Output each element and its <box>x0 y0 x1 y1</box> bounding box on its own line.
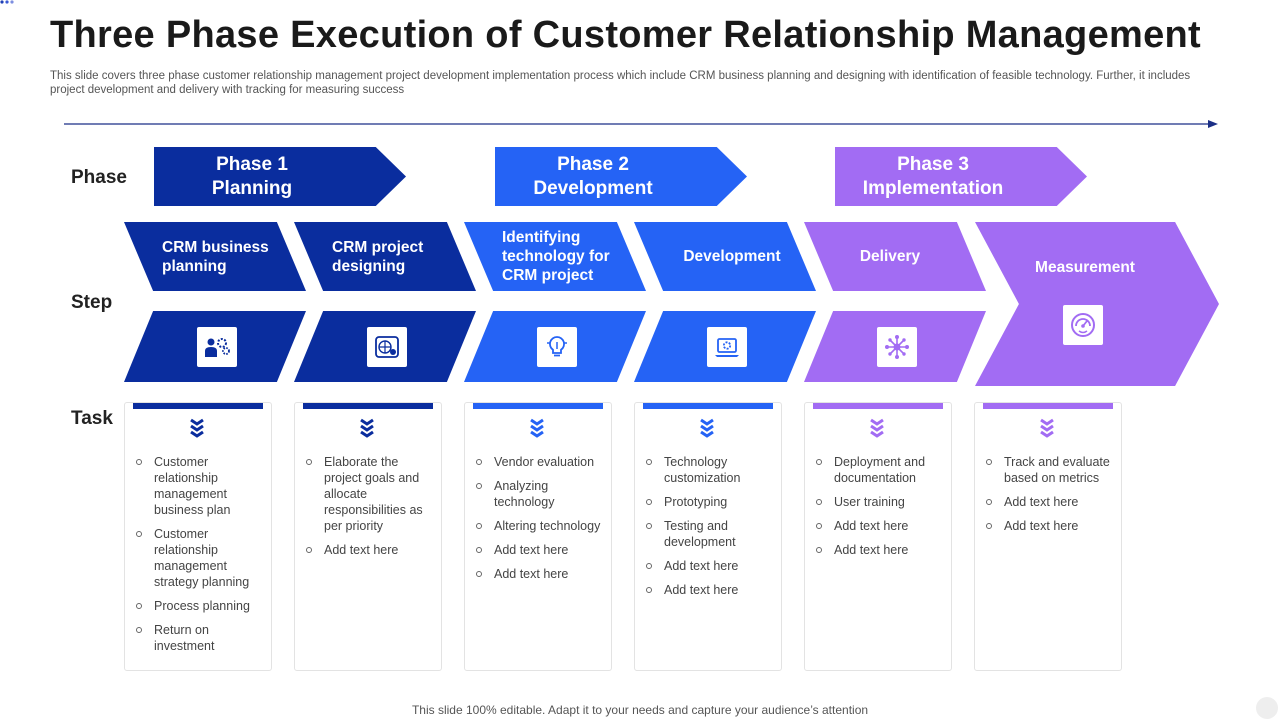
task-item: Technology customization <box>645 454 771 486</box>
task-list: Elaborate the project goals and allocate… <box>305 454 431 566</box>
gauge-icon <box>1063 305 1103 345</box>
triple-chevron-down-icon <box>1040 418 1054 438</box>
triple-chevron-down-icon <box>190 418 204 438</box>
triple-chevron-down-icon <box>870 418 884 438</box>
step-label: CRM project designing <box>332 238 424 275</box>
phase-3-number: Phase 3 <box>897 153 969 175</box>
triple-chevron-down-icon <box>700 418 714 438</box>
task-item: Analyzing technology <box>475 478 601 510</box>
step-label: Development <box>683 248 781 265</box>
step-label: CRM business planning <box>162 238 269 275</box>
task-list: Customer relationship management busines… <box>135 454 261 662</box>
task-card: Customer relationship management busines… <box>124 402 272 671</box>
triple-chevron-down-icon <box>360 418 374 438</box>
task-item: User training <box>815 494 941 510</box>
row-label-task: Task <box>71 408 113 429</box>
task-card-accent-bar <box>643 403 773 409</box>
task-card-accent-bar <box>473 403 603 409</box>
task-item: Add text here <box>475 566 601 582</box>
task-card: Elaborate the project goals and allocate… <box>294 402 442 671</box>
phase-3-name: Implementation <box>862 177 1004 199</box>
step-icon-panel-3 <box>464 311 646 382</box>
corner-circle-decoration <box>1256 697 1278 719</box>
lightbulb-icon <box>537 326 577 367</box>
task-item: Process planning <box>135 598 261 614</box>
phase-2-name: Development <box>533 177 653 199</box>
page-title: Three Phase Execution of Customer Relati… <box>50 14 1201 56</box>
task-item: Altering technology <box>475 518 601 534</box>
network-icon <box>877 326 917 367</box>
step-crm-project-designing: CRM project designing <box>294 222 476 291</box>
step-icon-panel-4 <box>634 311 816 382</box>
task-item: Track and evaluate based on metrics <box>985 454 1111 486</box>
task-card-accent-bar <box>813 403 943 409</box>
phase-2-number: Phase 2 <box>557 153 629 175</box>
step-crm-business-planning: CRM business planning <box>124 222 306 291</box>
step-development: Development <box>634 222 816 291</box>
phase-1-name: Planning <box>211 177 293 199</box>
task-item: Add text here <box>305 542 431 558</box>
page-subtitle: This slide covers three phase customer r… <box>50 70 1191 96</box>
row-label-phase: Phase <box>71 167 127 188</box>
step-measurement <box>975 222 1219 386</box>
task-item: Customer relationship management strateg… <box>135 526 261 590</box>
task-item: Add text here <box>985 518 1111 534</box>
task-item: Return on investment <box>135 622 261 654</box>
task-card-accent-bar <box>303 403 433 409</box>
phase-1-number: Phase 1 <box>216 153 288 175</box>
step-delivery: Delivery <box>804 222 986 291</box>
globe-settings-icon <box>367 326 407 367</box>
task-item: Add text here <box>475 542 601 558</box>
task-item: Vendor evaluation <box>475 454 601 470</box>
laptop-gear-icon <box>707 326 747 367</box>
step-icon-panel-2 <box>294 311 476 382</box>
task-item: Add text here <box>985 494 1111 510</box>
person-gears-icon <box>197 326 237 367</box>
row-label-step: Step <box>71 292 113 313</box>
step-label: Identifying technology for CRM project <box>502 229 610 284</box>
triple-chevron-down-icon <box>530 418 544 438</box>
task-item: Prototyping <box>645 494 771 510</box>
step-identifying-technology: Identifying technology for CRM project <box>464 222 646 291</box>
task-item: Elaborate the project goals and allocate… <box>305 454 431 534</box>
task-card-accent-bar <box>133 403 263 409</box>
step-label-measurement: Measurement <box>1035 259 1135 276</box>
task-item: Add text here <box>815 542 941 558</box>
task-item: Testing and development <box>645 518 771 550</box>
step-icon-panel-1 <box>124 311 306 382</box>
task-card-accent-bar <box>983 403 1113 409</box>
task-item: Add text here <box>645 582 771 598</box>
step-icon-panel-5 <box>804 311 986 382</box>
footer-note: This slide 100% editable. Adapt it to yo… <box>411 703 869 717</box>
task-item: Add text here <box>815 518 941 534</box>
corner-dots-decoration <box>0 0 14 4</box>
task-item: Deployment and documentation <box>815 454 941 486</box>
task-item: Add text here <box>645 558 771 574</box>
step-label: Delivery <box>859 248 921 265</box>
task-item: Customer relationship management busines… <box>135 454 261 518</box>
timeline-arrow <box>64 120 1218 128</box>
